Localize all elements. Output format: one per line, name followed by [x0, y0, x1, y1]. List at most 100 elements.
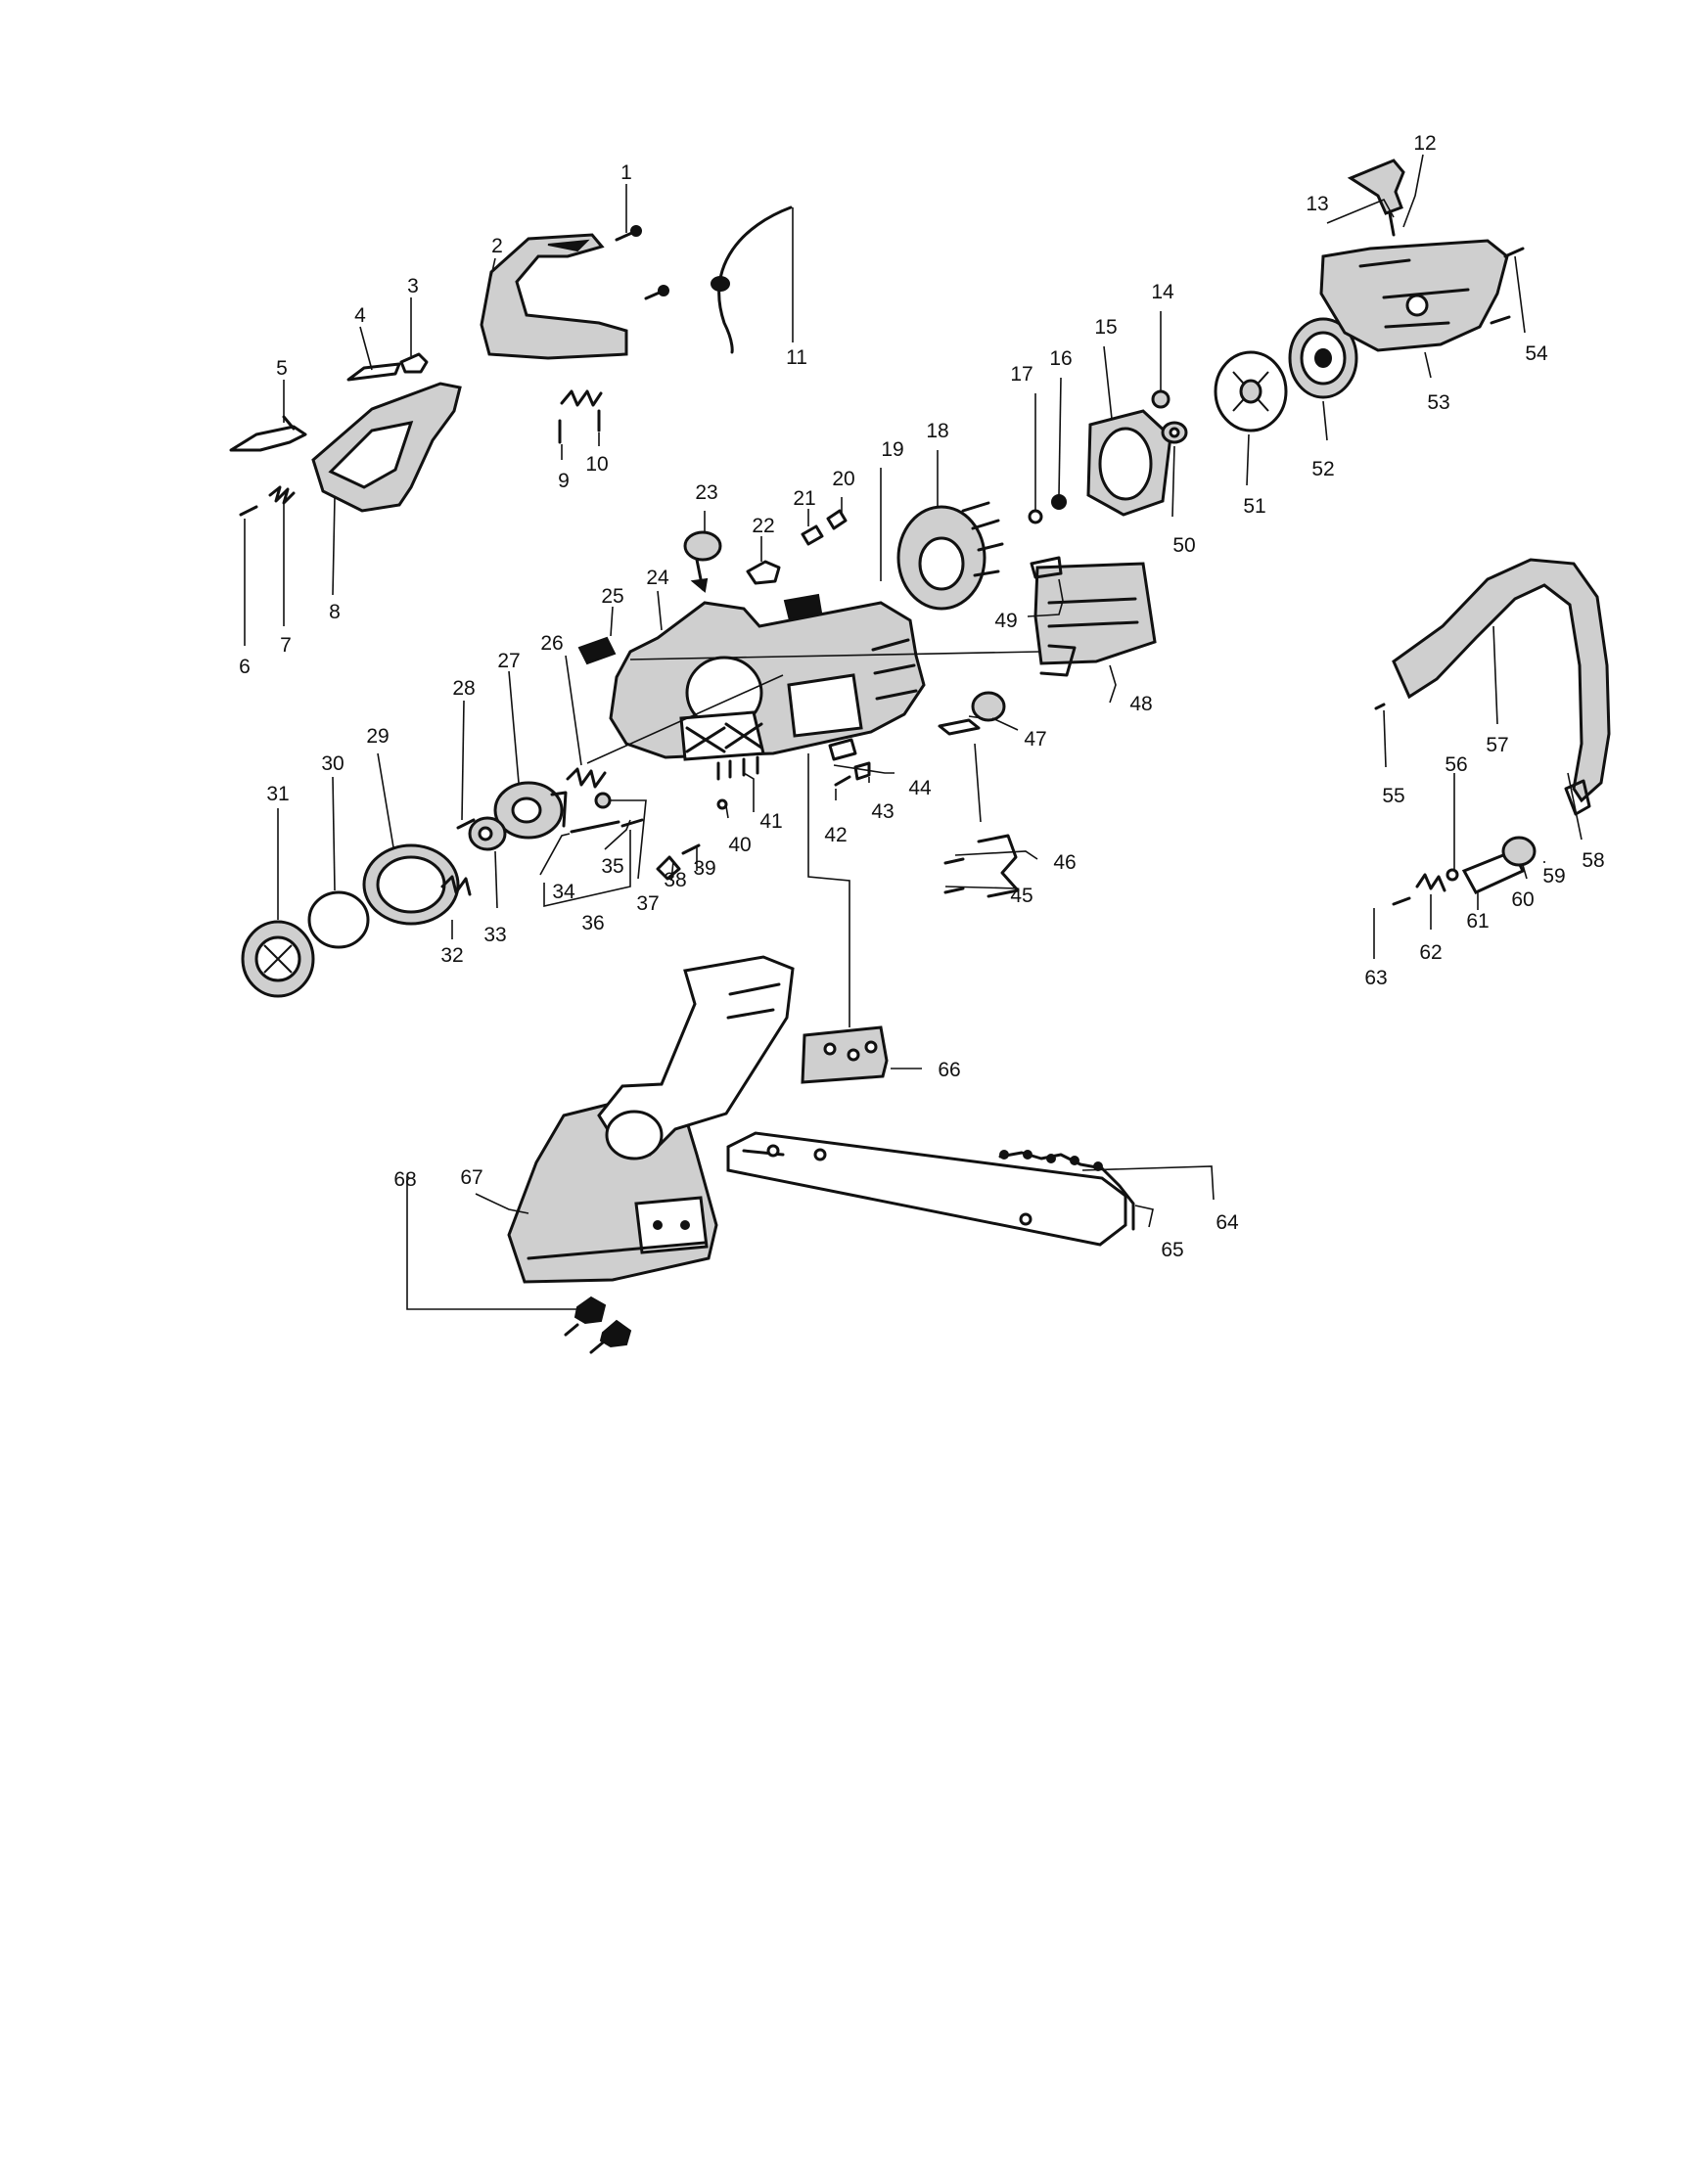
callout-39: 39 [693, 857, 715, 880]
callout-27: 27 [497, 650, 520, 672]
callout-1: 1 [620, 161, 632, 184]
part-42-43-parts [834, 761, 871, 787]
callout-25: 25 [601, 585, 623, 608]
part-64-65-bar-chain [726, 1131, 1135, 1247]
part-26-spring [566, 767, 607, 789]
part-25-clamp [577, 636, 617, 665]
callout-labels: 1 2 3 4 5 6 7 8 9 10 11 12 13 14 15 16 1… [239, 132, 1605, 1261]
callout-24: 24 [646, 567, 669, 589]
part-6-screw [239, 505, 258, 517]
callout-49: 49 [994, 610, 1017, 632]
callout-3: 3 [407, 275, 419, 297]
part-24-engine-housing [609, 601, 926, 761]
callout-33: 33 [483, 924, 506, 946]
callout-40: 40 [728, 834, 751, 856]
callout-13: 13 [1306, 193, 1328, 215]
callout-16: 16 [1049, 347, 1072, 370]
part-48-filter-cover [1033, 562, 1157, 677]
callout-45: 45 [1010, 885, 1033, 907]
part-5-trigger-lock [229, 415, 307, 452]
part-55-screw [1374, 703, 1386, 710]
callout-6: 6 [239, 656, 251, 678]
part-52-recoil-spring [1288, 317, 1358, 399]
callout-28: 28 [452, 677, 475, 700]
part-11-cable [711, 205, 793, 354]
callout-17: 17 [1010, 363, 1033, 386]
callout-5: 5 [276, 357, 288, 380]
part-32-33-spring-washer [440, 816, 507, 896]
callout-64: 64 [1216, 1211, 1239, 1234]
part-31-sprocket [241, 920, 315, 998]
callout-8: 8 [329, 601, 341, 623]
callout-21: 21 [793, 487, 815, 510]
callout-62: 62 [1419, 941, 1442, 964]
callout-68: 68 [393, 1168, 416, 1191]
callout-14: 14 [1151, 281, 1174, 303]
part-14-nut [1151, 389, 1170, 409]
callout-54: 54 [1525, 342, 1548, 365]
callout-56: 56 [1445, 753, 1467, 776]
callout-2: 2 [491, 235, 503, 257]
callout-59: 59 [1542, 865, 1565, 887]
callout-63: 63 [1364, 967, 1387, 989]
part-54-screws [1490, 247, 1525, 325]
part-1-screw [615, 225, 642, 242]
part-53-starter-housing [1319, 239, 1509, 352]
part-28-pin [456, 818, 476, 830]
part-15-starter-plate [1086, 409, 1172, 517]
callout-20: 20 [832, 468, 854, 490]
callout-15: 15 [1094, 316, 1117, 339]
part-45-46-cover [943, 834, 1020, 898]
part-12-13-starter-grip [1347, 159, 1405, 237]
callout-67: 67 [460, 1166, 482, 1189]
callout-43: 43 [871, 800, 894, 823]
part-44-oil-pump [828, 738, 857, 761]
callout-55: 55 [1382, 785, 1404, 807]
part-23-spark-plug [683, 530, 722, 593]
callout-61: 61 [1466, 910, 1489, 933]
callout-60: 60 [1511, 888, 1534, 911]
part-68-bar-nuts [564, 1296, 632, 1354]
callout-32: 32 [440, 944, 463, 967]
part-38-39-parts [656, 843, 701, 881]
callout-37: 37 [636, 892, 659, 915]
part-20-21-small-parts [801, 509, 848, 546]
part-22-bracket [746, 560, 781, 585]
part-56-63-handle-hardware [1392, 779, 1591, 906]
part-47-primer-bulb [938, 691, 1006, 736]
callout-46: 46 [1053, 851, 1076, 874]
part-50-hub [1161, 421, 1188, 444]
part-49-tab [1030, 556, 1063, 579]
part-2-handle-bracket [480, 233, 669, 360]
callout-36: 36 [581, 912, 604, 934]
callout-18: 18 [926, 420, 948, 442]
callout-53: 53 [1427, 391, 1449, 414]
callout-23: 23 [695, 481, 717, 504]
part-30-disc [307, 890, 370, 949]
part-67-chain-guard [507, 955, 795, 1284]
part-51-pulley [1214, 350, 1288, 432]
callout-42: 42 [824, 824, 847, 846]
callout-52: 52 [1311, 458, 1334, 480]
callout-4: 4 [354, 304, 366, 327]
callout-58: 58 [1582, 849, 1604, 872]
callout-26: 26 [540, 632, 563, 655]
callout-44: 44 [908, 777, 932, 799]
part-7-spring [268, 485, 296, 505]
part-3-clip [399, 352, 429, 374]
callout-7: 7 [280, 634, 292, 657]
parts-layer [229, 159, 1611, 1354]
callout-65: 65 [1161, 1239, 1183, 1261]
part-4-lever [346, 362, 401, 382]
callout-47: 47 [1024, 728, 1046, 751]
part-18-flywheel [896, 501, 1004, 611]
callout-66: 66 [938, 1059, 960, 1081]
part-66-bar-plate [801, 1025, 889, 1084]
callout-48: 48 [1129, 693, 1152, 715]
callout-57: 57 [1486, 734, 1508, 756]
callout-30: 30 [321, 752, 344, 775]
callout-22: 22 [752, 515, 774, 537]
part-16-17-washer-nut [1028, 494, 1067, 524]
callout-31: 31 [266, 783, 289, 805]
